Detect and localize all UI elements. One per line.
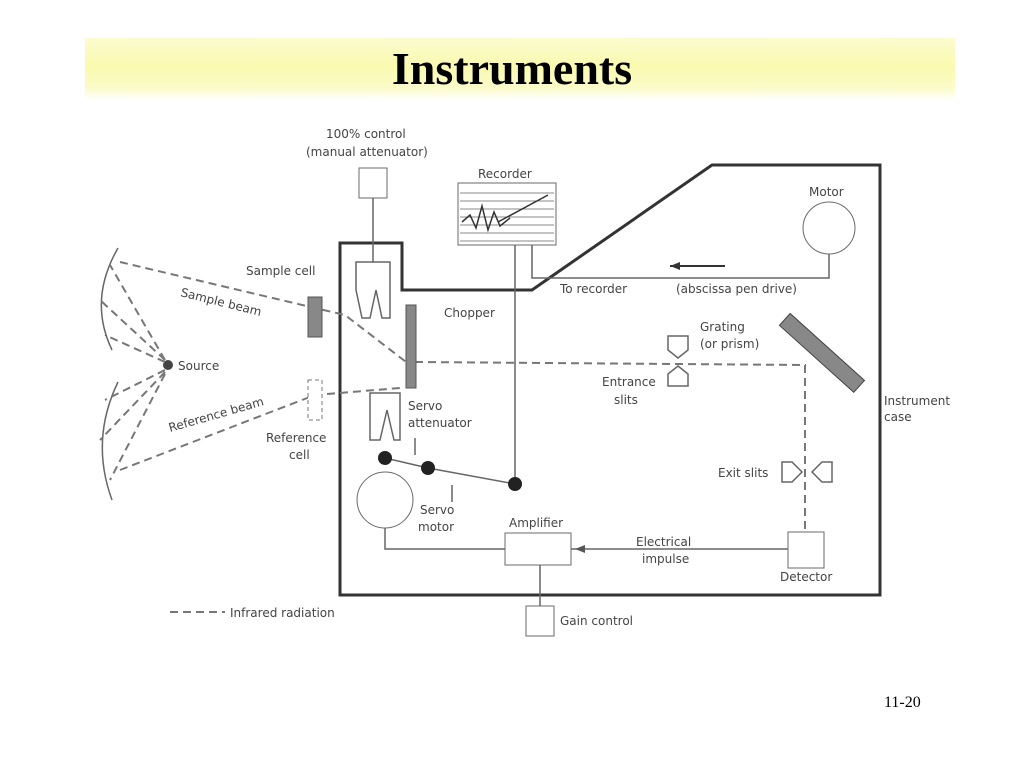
label-100-control-sub: (manual attenuator) <box>306 145 428 159</box>
main-beam-path <box>414 361 806 530</box>
label-electrical: Electrical <box>636 535 691 549</box>
detector-glyph <box>787 531 825 569</box>
attenuator-comb-lower <box>369 392 401 441</box>
label-100-control: 100% control <box>326 127 406 141</box>
label-motor: Motor <box>809 185 844 199</box>
recorder-glyph <box>457 182 557 246</box>
amplifier-to-servo <box>384 525 505 550</box>
attenuator-comb-upper <box>355 261 391 319</box>
label-gain-control: Gain control <box>560 614 633 628</box>
label-instrument-case-sub: case <box>884 410 912 424</box>
sample-beam-path <box>119 261 411 366</box>
page-number: 11-20 <box>884 694 921 711</box>
page-title: Instruments <box>391 43 633 94</box>
gain-control-glyph <box>525 605 555 637</box>
sample-cell-glyph <box>307 296 323 338</box>
label-to-recorder: To recorder <box>559 282 627 296</box>
servo-motor-glyph <box>356 471 414 529</box>
source-glyph <box>163 360 173 370</box>
label-reference-beam: Reference beam <box>167 394 265 435</box>
source-mirror-lower <box>101 381 119 501</box>
label-reference-cell-sub: cell <box>289 448 310 462</box>
instrument-case-outline <box>338 163 882 597</box>
recorder-pen <box>497 194 549 223</box>
recorder-trace <box>461 203 511 233</box>
label-grating-sub: (or prism) <box>700 337 759 351</box>
label-amplifier: Amplifier <box>509 516 563 530</box>
servo-pivot-2 <box>421 461 435 475</box>
label-chopper: Chopper <box>444 306 495 320</box>
label-infrared-radiation: Infrared radiation <box>230 606 335 620</box>
source-rays-upper <box>99 264 166 363</box>
amplifier-in-arrow <box>575 545 585 553</box>
servo-pivot-1 <box>378 451 392 465</box>
chopper-glyph <box>405 304 417 389</box>
label-entrance-sub: slits <box>614 393 638 407</box>
amplifier-glyph <box>504 532 572 566</box>
servo-pivot-3 <box>508 477 522 491</box>
label-recorder: Recorder <box>478 167 532 181</box>
entrance-slit-upper <box>667 335 689 359</box>
label-grating: Grating <box>700 320 745 334</box>
source-rays-lower <box>99 369 166 481</box>
label-servo-attenuator: Servo <box>408 399 442 413</box>
label-servo-attenuator-sub: attenuator <box>408 416 472 430</box>
motor-glyph <box>802 201 856 255</box>
source-mirror-upper <box>100 247 119 351</box>
title-band <box>85 38 955 100</box>
label-abscissa: (abscissa pen drive) <box>676 282 797 296</box>
grating-glyph <box>778 312 866 394</box>
label-entrance: Entrance <box>602 375 656 389</box>
exit-slit-right <box>810 461 833 483</box>
label-sample-beam: Sample beam <box>179 285 263 319</box>
abscissa-drive-link <box>531 245 830 279</box>
label-servo-motor: Servo <box>420 503 454 517</box>
entrance-slit-lower <box>667 365 689 387</box>
label-servo-motor-sub: motor <box>418 520 454 534</box>
label-exit-slits: Exit slits <box>718 466 768 480</box>
label-sample-cell: Sample cell <box>246 264 315 278</box>
label-instrument-case: Instrument <box>884 394 950 408</box>
abscissa-arrowhead <box>670 262 680 270</box>
label-detector: Detector <box>780 570 832 584</box>
reference-cell-glyph <box>307 379 323 421</box>
label-reference-cell: Reference <box>266 431 326 445</box>
label-source: Source <box>178 359 219 373</box>
attenuator-100-glyph <box>358 167 388 199</box>
label-electrical-sub: impulse <box>642 552 689 566</box>
exit-slit-left <box>781 461 804 483</box>
